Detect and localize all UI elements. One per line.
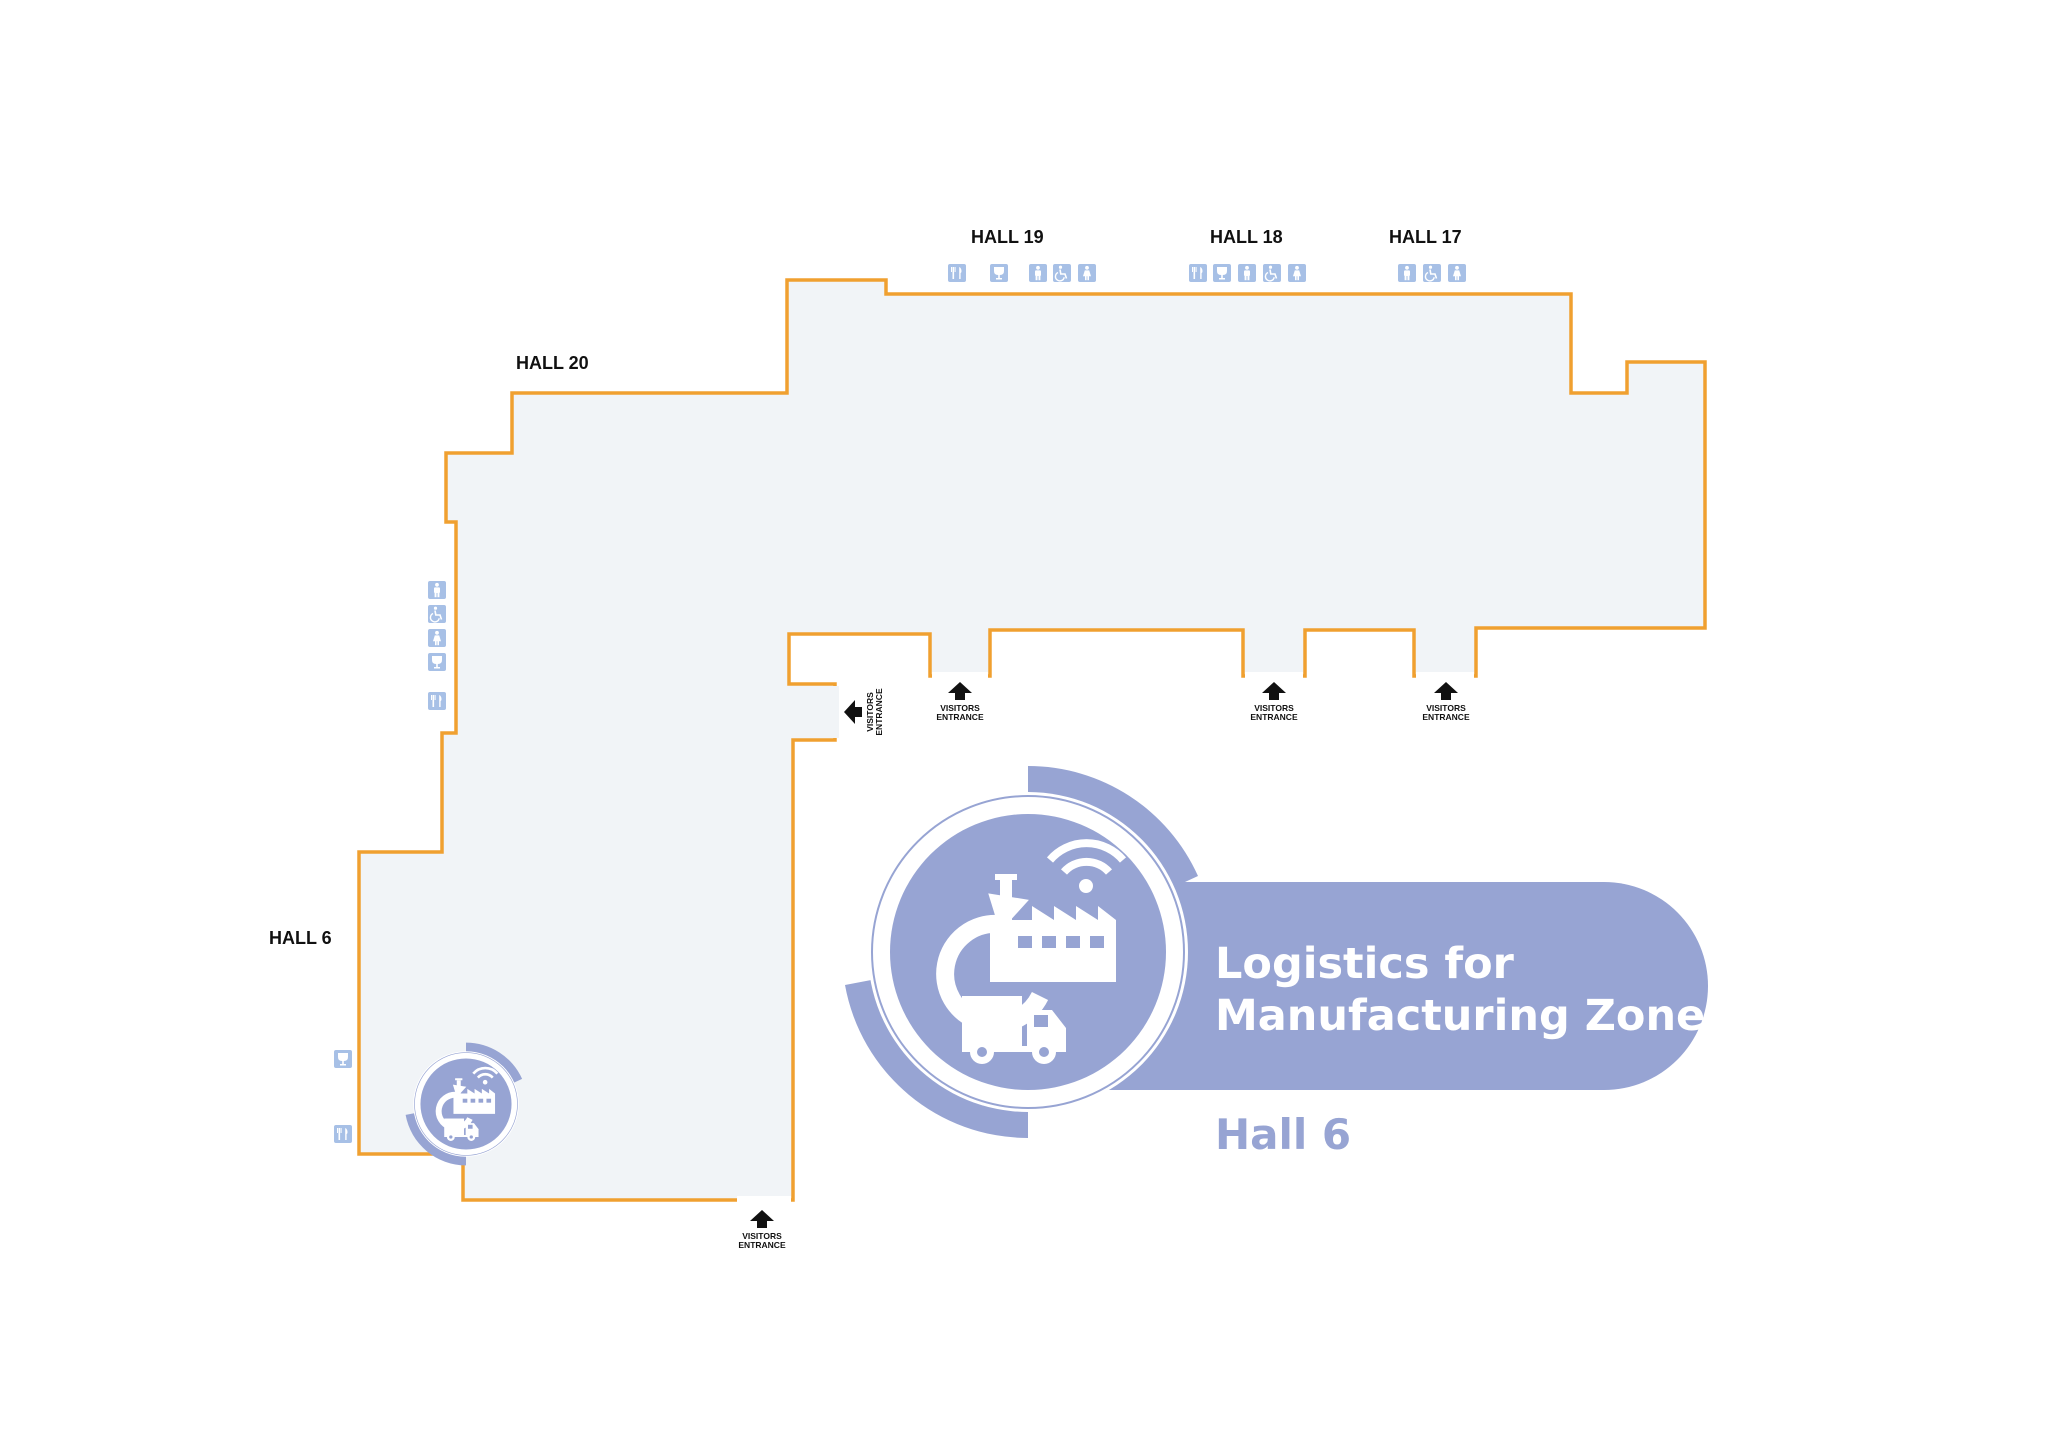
restaurant-icon <box>1189 264 1207 282</box>
visitors-entrance-3: VISITORS ENTRANCE <box>1422 682 1470 722</box>
zone-banner <box>1060 882 1708 1090</box>
entrance-openings <box>737 672 1474 1204</box>
hall-17-label: HALL 17 <box>1389 227 1462 247</box>
restroom-men-icon <box>428 581 446 599</box>
restaurant-icon <box>948 264 966 282</box>
zone-callout: Logistics for Manufacturing Zone Hall 6 <box>845 766 1708 1159</box>
visitors-entrance-4: VISITORS ENTRANCE <box>738 1210 786 1250</box>
hall-6-label: HALL 6 <box>269 928 332 948</box>
svg-text:VISITORS: VISITORS <box>865 692 875 732</box>
visitors-entrance-5: VISITORS ENTRANCE <box>844 688 884 736</box>
entrance-arrow-icon <box>1262 682 1286 700</box>
restroom-men-icon <box>1398 264 1416 282</box>
hall-20-label: HALL 20 <box>516 353 589 373</box>
restroom-women-icon <box>1448 264 1466 282</box>
entrance-arrow-icon <box>1434 682 1458 700</box>
accessible-icon <box>427 604 447 624</box>
hall-18-amenities <box>1189 263 1306 283</box>
exhibition-floor-area <box>357 278 1707 1202</box>
bar-icon <box>334 1050 352 1068</box>
accessible-icon <box>1052 263 1072 283</box>
hall-19-amenities <box>948 263 1096 283</box>
bar-icon <box>428 653 446 671</box>
restaurant-icon <box>428 692 446 710</box>
zone-subtitle: Hall 6 <box>1215 1110 1351 1159</box>
restroom-women-icon <box>1288 264 1306 282</box>
svg-text:ENTRANCE: ENTRANCE <box>1250 712 1298 722</box>
hall-18-label: HALL 18 <box>1210 227 1283 247</box>
svg-text:VISITORS: VISITORS <box>1254 703 1294 713</box>
visitors-entrance-2: VISITORS ENTRANCE <box>1250 682 1298 722</box>
bar-icon <box>990 264 1008 282</box>
hall-6-amenities <box>334 1050 352 1143</box>
zone-title-line2: Manufacturing Zone <box>1215 991 1705 1041</box>
svg-text:VISITORS: VISITORS <box>1426 703 1466 713</box>
hall-20-amenities <box>427 581 447 710</box>
restroom-men-icon <box>1238 264 1256 282</box>
hall-19-label: HALL 19 <box>971 227 1044 247</box>
restroom-women-icon <box>1078 264 1096 282</box>
restroom-men-icon <box>1029 264 1047 282</box>
hall-17-amenities <box>1398 263 1466 283</box>
entrance-arrow-icon <box>750 1210 774 1228</box>
svg-text:ENTRANCE: ENTRANCE <box>1422 712 1470 722</box>
svg-text:ENTRANCE: ENTRANCE <box>738 1240 786 1250</box>
zone-title-line1: Logistics for <box>1215 939 1515 989</box>
svg-text:ENTRANCE: ENTRANCE <box>936 712 984 722</box>
accessible-icon <box>1422 263 1442 283</box>
svg-text:ENTRANCE: ENTRANCE <box>874 688 884 736</box>
restroom-women-icon <box>428 629 446 647</box>
entrance-arrow-icon <box>844 700 862 724</box>
accessible-icon <box>1262 263 1282 283</box>
bar-icon <box>1213 264 1231 282</box>
restaurant-icon <box>334 1125 352 1143</box>
entrance-arrow-icon <box>948 682 972 700</box>
svg-text:VISITORS: VISITORS <box>742 1231 782 1241</box>
visitors-entrance-1: VISITORS ENTRANCE <box>936 682 984 722</box>
svg-text:VISITORS: VISITORS <box>940 703 980 713</box>
